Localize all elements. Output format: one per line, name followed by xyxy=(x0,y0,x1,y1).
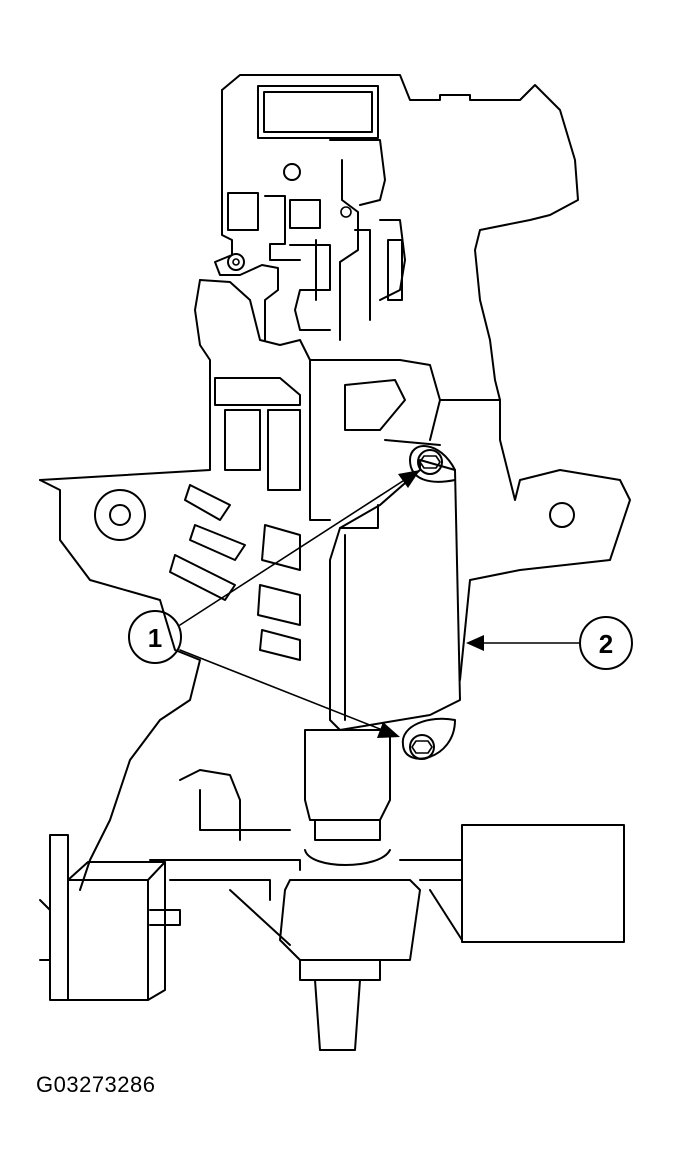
module xyxy=(329,445,461,760)
column-mounting-bracket xyxy=(39,279,575,891)
callout-1-label: 1 xyxy=(148,623,162,653)
leader-arrow-to-upper-fastener xyxy=(179,470,420,626)
lower-connector-housing xyxy=(39,824,625,1001)
lower-fastener xyxy=(409,734,435,760)
callout-1: 1 xyxy=(128,610,182,664)
figure-id: G03273286 xyxy=(36,1072,156,1097)
lower-column-shaft xyxy=(149,729,421,1051)
upper-fastener xyxy=(417,449,443,475)
leader-arrow-to-lower-fastener xyxy=(179,649,400,738)
upper-column-housing xyxy=(214,74,631,681)
callout-2-label: 2 xyxy=(599,629,613,659)
callout-2: 2 xyxy=(579,616,633,670)
leader-arrow-to-module xyxy=(466,635,581,651)
